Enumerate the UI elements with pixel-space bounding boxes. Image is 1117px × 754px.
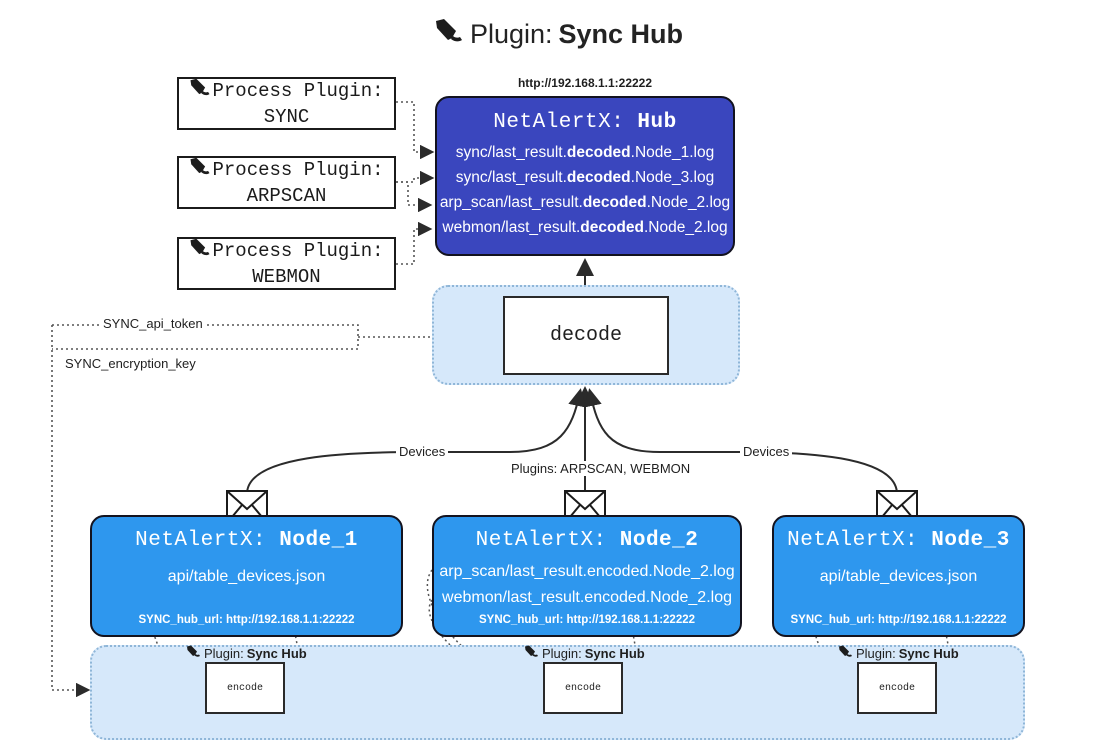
page-title-name: Sync Hub xyxy=(558,19,684,49)
node-2-line: webmon/last_result.encoded.Node_2.log xyxy=(442,589,732,606)
node-2-plugin-caption: Plugin:Sync Hub xyxy=(524,645,645,661)
sync-encryption-key-label: SYNC_encryption_key xyxy=(62,356,199,371)
page-title: Plugin: Sync Hub xyxy=(0,18,1117,51)
hub-node[interactable]: NetAlertX: Hub sync/last_result.decoded.… xyxy=(435,96,735,256)
hub-log-line: sync/last_result.decoded.Node_1.log xyxy=(455,144,715,161)
node-1-plugin-caption: Plugin:Sync Hub xyxy=(186,645,307,661)
process-plugin-sync-line1: Process Plugin: xyxy=(212,79,384,102)
node-1[interactable]: NetAlertX: Node_1 api/table_devices.json… xyxy=(90,515,403,637)
process-plugin-arpscan-line1: Process Plugin: xyxy=(212,158,384,181)
hub-title: NetAlertX: Hub xyxy=(493,111,676,134)
plug-icon xyxy=(189,78,211,105)
node-2[interactable]: NetAlertX: Node_2 arp_scan/last_result.e… xyxy=(432,515,742,637)
process-plugin-webmon[interactable]: Process Plugin: WEBMON xyxy=(177,237,396,290)
node-1-hub-url: SYNC_hub_url: http://192.168.1.1:22222 xyxy=(138,614,355,626)
node-3-hub-url: SYNC_hub_url: http://192.168.1.1:22222 xyxy=(790,614,1007,626)
process-plugin-sync-line2: SYNC xyxy=(263,105,310,128)
node-3[interactable]: NetAlertX: Node_3 api/table_devices.json… xyxy=(772,515,1025,637)
node-2-hub-url: SYNC_hub_url: http://192.168.1.1:22222 xyxy=(478,614,696,626)
node-1-encode-box[interactable]: encode xyxy=(205,662,285,714)
node-1-name: Node_1 xyxy=(279,529,358,552)
plug-icon xyxy=(186,645,201,661)
devices-label-left: Devices xyxy=(396,444,449,459)
hub-log-line: webmon/last_result.decoded.Node_2.log xyxy=(442,219,728,236)
node-3-name: Node_3 xyxy=(931,529,1010,552)
sync-api-token-label: SYNC_api_token xyxy=(100,316,206,331)
node-3-line: api/table_devices.json xyxy=(819,568,978,585)
process-plugin-sync[interactable]: Process Plugin: SYNC xyxy=(177,77,396,130)
node-1-line: api/table_devices.json xyxy=(167,568,326,585)
plug-icon xyxy=(524,645,539,661)
node-2-encode-box[interactable]: encode xyxy=(543,662,623,714)
hub-log-line: arp_scan/last_result.decoded.Node_2.log xyxy=(439,194,731,211)
hub-url-label: http://192.168.1.1:22222 xyxy=(517,76,653,90)
process-plugin-arpscan[interactable]: Process Plugin: ARPSCAN xyxy=(177,156,396,209)
plug-icon xyxy=(189,238,211,265)
hub-title-prefix: NetAlertX: xyxy=(493,111,638,134)
process-plugin-webmon-line2: WEBMON xyxy=(252,265,321,288)
node-2-line: arp_scan/last_result.encoded.Node_2.log xyxy=(439,563,735,580)
node-3-plugin-caption: Plugin:Sync Hub xyxy=(838,645,959,661)
node-3-title: NetAlertX: Node_3 xyxy=(787,529,1010,552)
node-2-name: Node_2 xyxy=(619,529,699,552)
hub-title-name: Hub xyxy=(637,111,677,134)
node-1-title: NetAlertX: Node_1 xyxy=(135,529,358,552)
process-plugin-webmon-line1: Process Plugin: xyxy=(212,239,384,262)
decode-box[interactable]: decode xyxy=(503,296,669,375)
node-3-encode-box[interactable]: encode xyxy=(857,662,937,714)
plug-icon xyxy=(434,18,464,51)
devices-label-right: Devices xyxy=(740,444,793,459)
page-title-label: Plugin: xyxy=(469,19,553,49)
plug-icon xyxy=(189,157,211,184)
process-plugin-arpscan-line2: ARPSCAN xyxy=(246,184,327,207)
node-2-title: NetAlertX: Node_2 xyxy=(475,529,699,552)
hub-log-line: sync/last_result.decoded.Node_3.log xyxy=(455,169,715,186)
plugins-label-middle: Plugins: ARPSCAN, WEBMON xyxy=(508,461,694,476)
plug-icon xyxy=(838,645,853,661)
